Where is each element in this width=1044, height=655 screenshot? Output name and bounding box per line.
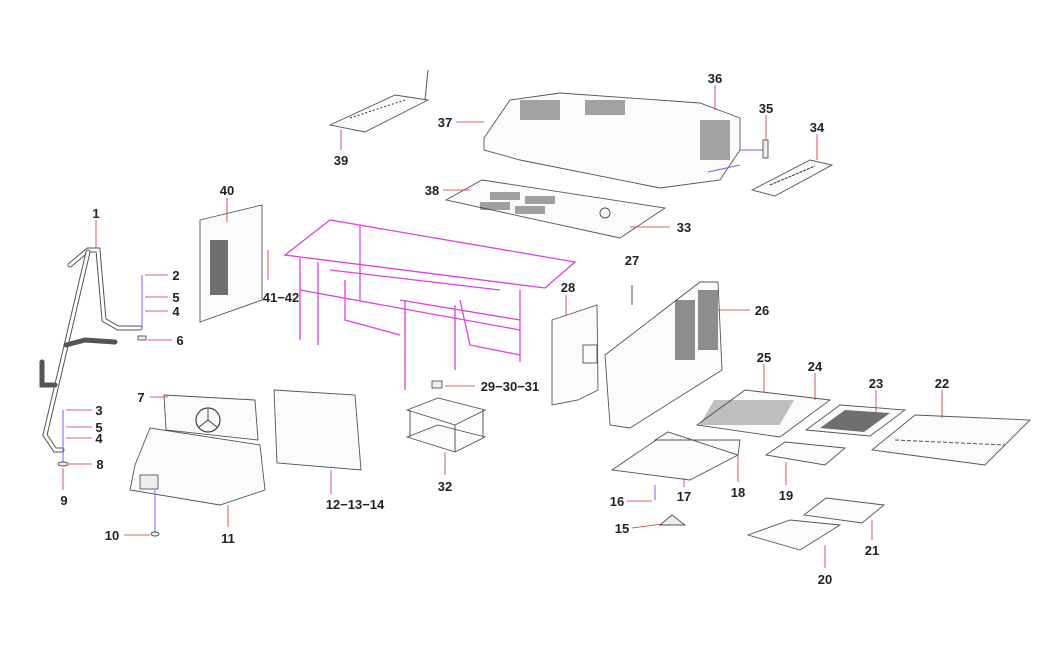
callout-3: 3 (95, 403, 102, 418)
plate-19 (764, 441, 847, 466)
panel-28 (551, 304, 599, 406)
cover-plate-38-33 (444, 179, 667, 239)
callout-16: 16 (610, 494, 624, 509)
side-panel-40 (199, 204, 269, 323)
callout-20: 20 (818, 572, 832, 587)
callout-24: 24 (808, 359, 823, 374)
callout-26: 26 (755, 303, 769, 318)
callout-41-42: 41−42 (263, 290, 300, 305)
callout-34: 34 (810, 120, 825, 135)
callout-6: 6 (176, 333, 183, 348)
panel-12 (273, 389, 362, 471)
handrail-pipe (39, 247, 143, 453)
callout-36: 36 (708, 71, 722, 86)
bolt-stack-upper (137, 275, 147, 341)
callout-11: 11 (221, 531, 235, 546)
bolt-stack-lower (57, 410, 69, 467)
callout-27: 27 (625, 253, 639, 268)
callout-37: 37 (438, 115, 452, 130)
engine-hood-36 (483, 92, 769, 189)
bracket-34 (750, 159, 834, 197)
plate-17 (610, 431, 741, 526)
bracket-box-32 (405, 397, 487, 453)
toolbox-11 (129, 394, 266, 537)
callout-7: 7 (137, 390, 144, 405)
side-door-26 (604, 281, 723, 429)
leader-lines (62, 85, 943, 568)
callout-21: 21 (865, 543, 879, 558)
plate-23 (804, 404, 907, 437)
callout-23: 23 (869, 376, 883, 391)
callout-18: 18 (731, 485, 745, 500)
callout-25: 25 (757, 350, 771, 365)
callout-10: 10 (105, 528, 119, 543)
plate-39 (328, 69, 430, 133)
callout-35: 35 (759, 101, 773, 116)
callout-15: 15 (615, 521, 629, 536)
callout-1: 1 (92, 206, 99, 221)
callout-29-31: 29−30−31 (481, 379, 540, 394)
callout-22: 22 (935, 376, 949, 391)
callout-5: 5 (172, 290, 179, 305)
clip-29 (431, 380, 443, 389)
callout-39: 39 (334, 153, 348, 168)
callout-5b: 5 (95, 420, 102, 435)
plate-21 (802, 497, 886, 524)
plate-20 (746, 519, 842, 551)
callout-40: 40 (220, 183, 234, 198)
callout-labels: 1 2 5 4 6 3 5 4 8 9 7 10 11 12−13−14 40 … (60, 71, 949, 587)
plate-22 (870, 414, 1032, 466)
callout-4b: 4 (95, 431, 103, 446)
callout-12-14: 12−13−14 (326, 497, 385, 512)
callout-2: 2 (172, 268, 179, 283)
callout-32: 32 (438, 479, 452, 494)
callout-19: 19 (779, 488, 793, 503)
main-frame (283, 219, 577, 390)
callout-4: 4 (172, 304, 180, 319)
callout-38: 38 (425, 183, 439, 198)
floor-plate-25 (695, 389, 832, 438)
callout-28: 28 (561, 280, 575, 295)
callout-17: 17 (677, 489, 691, 504)
callout-33: 33 (677, 220, 691, 235)
callout-8: 8 (96, 457, 103, 472)
callout-9: 9 (60, 493, 67, 508)
